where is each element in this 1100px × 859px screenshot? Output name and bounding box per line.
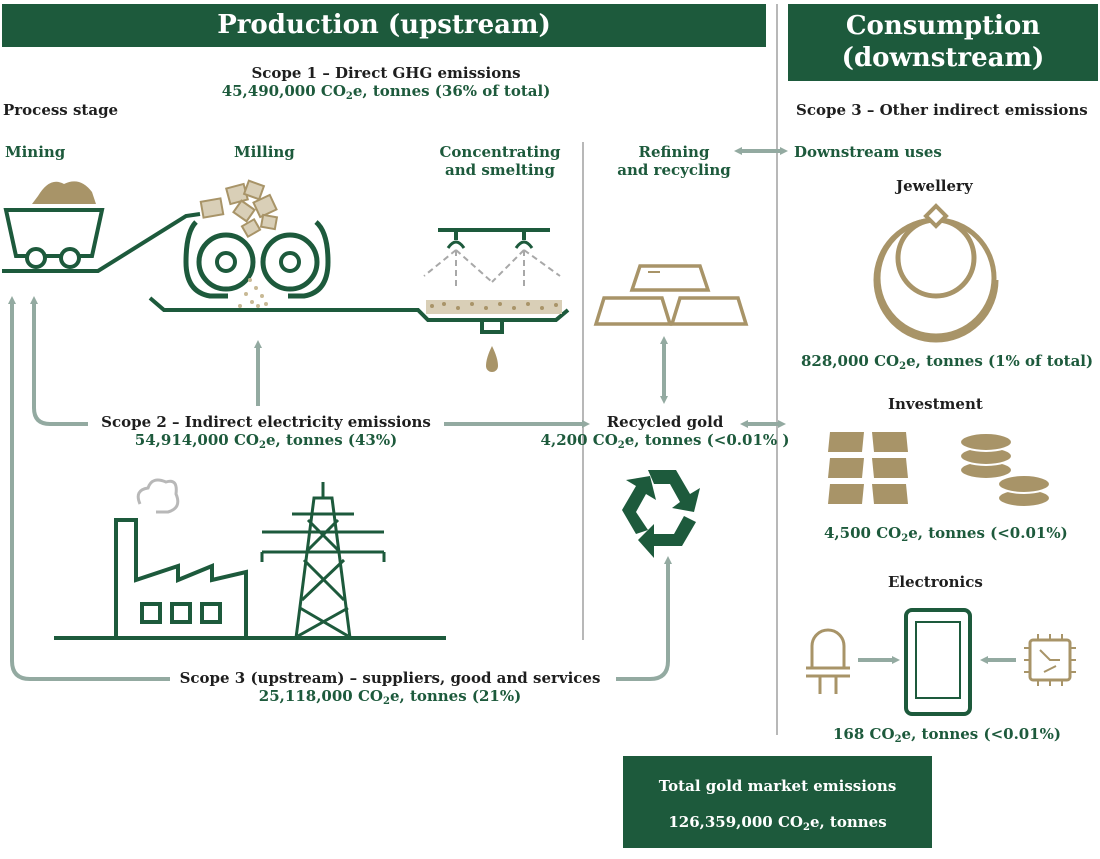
gold-bars-icon <box>593 264 749 326</box>
smartphone-icon <box>904 608 972 716</box>
scope2-block: Scope 2 – Indirect electricity emissions… <box>88 413 444 455</box>
milling-crusher-icon <box>183 179 331 308</box>
flow-arrows <box>8 147 1016 681</box>
total-emissions-box: Total gold market emissions 126,359,000 … <box>623 756 932 848</box>
stage-mining: Mining <box>5 143 66 161</box>
jewellery-value: 828,000 CO2e, tonnes (1% of total) <box>801 352 1094 372</box>
investment-bars-icon <box>828 432 908 504</box>
scope1-value: 45,490,000 CO2e, tonnes (36% of total) <box>221 82 551 102</box>
scope3-upstream-title: Scope 3 (upstream) – suppliers, good and… <box>179 669 601 687</box>
smelting-spray-icon <box>423 228 562 372</box>
scope3-upstream-block: Scope 3 (upstream) – suppliers, good and… <box>160 669 620 711</box>
led-icon <box>806 628 850 694</box>
total-title: Total gold market emissions <box>658 777 897 795</box>
power-pylon-icon <box>260 482 386 639</box>
consumption-banner: Consumption (downstream) <box>788 4 1098 81</box>
recycle-icon <box>622 470 700 558</box>
scope2-title: Scope 2 – Indirect electricity emissions <box>101 413 431 431</box>
recycled-title: Recycled gold <box>606 413 724 431</box>
process-stage-label: Process stage <box>3 101 119 119</box>
factory-icon <box>114 478 248 638</box>
investment-label: Investment <box>888 395 983 413</box>
jewellery-necklace-icon <box>873 203 999 343</box>
downstream-uses-label: Downstream uses <box>794 143 942 161</box>
production-title: Production (upstream) <box>217 10 551 40</box>
mining-cart-icon <box>2 181 105 273</box>
production-banner: Production (upstream) <box>2 4 766 47</box>
scope1-title: Scope 1 – Direct GHG emissions <box>251 64 521 82</box>
electronics-value: 168 CO2e, tonnes (<0.01%) <box>833 725 1062 745</box>
consumption-title-line1: Consumption <box>845 11 1041 41</box>
total-value: 126,359,000 CO2e, tonnes <box>668 813 887 833</box>
investment-value: 4,500 CO2e, tonnes (<0.01%) <box>824 524 1068 544</box>
electronics-label: Electronics <box>888 573 983 591</box>
jewellery-label: Jewellery <box>896 177 973 195</box>
scope1-block: Scope 1 – Direct GHG emissions 45,490,00… <box>186 64 586 106</box>
scope2-value: 54,914,000 CO2e, tonnes (43%) <box>134 431 398 451</box>
recycled-block: Recycled gold 4,200 CO2e, tonnes (<0.01%… <box>540 413 790 455</box>
consumption-title-line2: (downstream) <box>841 43 1045 73</box>
stage-milling: Milling <box>234 143 295 161</box>
conveyor-belt <box>76 212 201 273</box>
scope3-other-label: Scope 3 – Other indirect emissions <box>796 101 1088 119</box>
microchip-icon <box>1024 634 1076 686</box>
scope3-upstream-value: 25,118,000 CO2e, tonnes (21%) <box>258 687 522 707</box>
processing-floor <box>148 296 570 322</box>
investment-coins-icon <box>959 432 1051 508</box>
recycled-value: 4,200 CO2e, tonnes (<0.01% ) <box>540 431 790 451</box>
